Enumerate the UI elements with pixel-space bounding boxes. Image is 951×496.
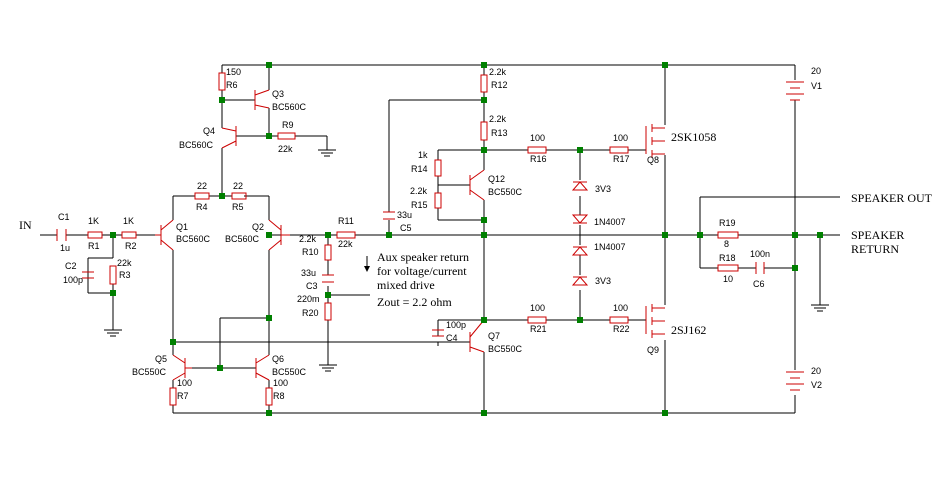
q4-value: BC560C — [179, 140, 214, 150]
c4-value: 100p — [446, 320, 466, 330]
q2-name: Q2 — [252, 222, 264, 232]
r11-value: 22k — [338, 239, 353, 249]
r5-name: R5 — [232, 202, 244, 212]
q7-name: Q7 — [488, 331, 500, 341]
r5-value: 22 — [233, 181, 243, 191]
r9-value: 22k — [278, 144, 293, 154]
c6-name: C6 — [753, 279, 765, 289]
q12-value: BC550C — [488, 187, 523, 197]
zener-top-value: 3V3 — [595, 184, 611, 194]
components — [56, 72, 804, 406]
r2-value: 1K — [123, 216, 134, 226]
r14-value: 1k — [418, 150, 428, 160]
r12-name: R12 — [491, 80, 508, 90]
c4-name: C4 — [446, 333, 458, 343]
r13-name: R13 — [491, 128, 508, 138]
r18-value: 10 — [723, 274, 733, 284]
speaker-out-label: SPEAKER OUT — [851, 191, 933, 205]
q4-name: Q4 — [203, 126, 215, 136]
r16-value: 100 — [530, 133, 545, 143]
c1-name: C1 — [58, 212, 70, 222]
annotation-line-4: Zout = 2.2 ohm — [377, 295, 452, 309]
c5-value: 33u — [397, 210, 412, 220]
input-label: IN — [19, 218, 32, 232]
r19-name: R19 — [719, 218, 736, 228]
q1-value: BC560C — [176, 234, 211, 244]
annotation-arrow — [364, 266, 370, 272]
r8-value: 100 — [273, 378, 288, 388]
r10-value: 2.2k — [299, 234, 317, 244]
v1-value: 20 — [811, 66, 821, 76]
r12-value: 2.2k — [489, 67, 507, 77]
ground-symbols — [104, 149, 829, 372]
q6-name: Q6 — [272, 354, 284, 364]
r19-value: 8 — [724, 239, 729, 249]
r18-name: R18 — [719, 253, 736, 263]
diode-bottom-value: 1N4007 — [594, 242, 626, 252]
junction-nodes — [110, 62, 823, 416]
q6-value: BC550C — [272, 367, 307, 377]
r14-name: R14 — [411, 164, 428, 174]
r9-name: R9 — [282, 120, 294, 130]
c6-value: 100n — [750, 249, 770, 259]
speaker-return-label-1: SPEAKER — [851, 228, 904, 242]
r3-value: 22k — [117, 258, 132, 268]
r15-value: 2.2k — [410, 186, 428, 196]
c5-name: C5 — [400, 223, 412, 233]
q5-name: Q5 — [155, 354, 167, 364]
q7-value: BC550C — [488, 344, 523, 354]
speaker-return-label-2: RETURN — [851, 242, 899, 256]
r4-name: R4 — [196, 202, 208, 212]
r21-value: 100 — [530, 303, 545, 313]
annotation-line-3: mixed drive — [377, 278, 435, 292]
c2-value: 100p — [63, 275, 83, 285]
q1-name: Q1 — [176, 222, 188, 232]
r2-name: R2 — [125, 241, 137, 251]
q3-name: Q3 — [272, 89, 284, 99]
r6-value: 150 — [226, 67, 241, 77]
v2-name: V2 — [811, 380, 822, 390]
r22-name: R22 — [613, 324, 630, 334]
diode-top-value: 1N4007 — [594, 217, 626, 227]
zener-bottom-value: 3V3 — [595, 276, 611, 286]
r3-name: R3 — [119, 270, 131, 280]
v2-value: 20 — [811, 366, 821, 376]
r13-value: 2.2k — [489, 114, 507, 124]
transistors — [155, 89, 665, 381]
q9-value: 2SJ162 — [671, 323, 706, 337]
q9-name: Q9 — [647, 345, 659, 355]
q5-value: BC550C — [132, 367, 167, 377]
q12-name: Q12 — [488, 174, 505, 184]
r7-value: 100 — [177, 378, 192, 388]
r20-value: 220m — [297, 294, 320, 304]
v1-name: V1 — [811, 81, 822, 91]
c3-value: 33u — [301, 268, 316, 278]
r21-name: R21 — [530, 324, 547, 334]
r15-name: R15 — [411, 200, 428, 210]
r16-name: R16 — [530, 154, 547, 164]
r20-name: R20 — [302, 308, 319, 318]
q2-value: BC560C — [225, 234, 260, 244]
c2-name: C2 — [65, 261, 77, 271]
q3-value: BC560C — [272, 102, 307, 112]
r11-name: R11 — [338, 216, 354, 226]
annotation-line-2: for voltage/current — [377, 264, 467, 278]
q8-name: Q8 — [647, 155, 659, 165]
r8-name: R8 — [273, 391, 285, 401]
r17-value: 100 — [613, 133, 628, 143]
r7-name: R7 — [177, 391, 189, 401]
r17-name: R17 — [613, 154, 630, 164]
r22-value: 100 — [613, 303, 628, 313]
r1-name: R1 — [88, 241, 100, 251]
wires — [40, 64, 840, 414]
r4-value: 22 — [197, 181, 207, 191]
r6-name: R6 — [226, 80, 238, 90]
r10-name: R10 — [302, 247, 319, 257]
annotation-line-1: Aux speaker return — [377, 250, 469, 264]
q8-value: 2SK1058 — [671, 130, 716, 144]
r1-value: 1K — [88, 216, 99, 226]
c1-value: 1u — [60, 243, 70, 253]
c3-name: C3 — [306, 281, 318, 291]
